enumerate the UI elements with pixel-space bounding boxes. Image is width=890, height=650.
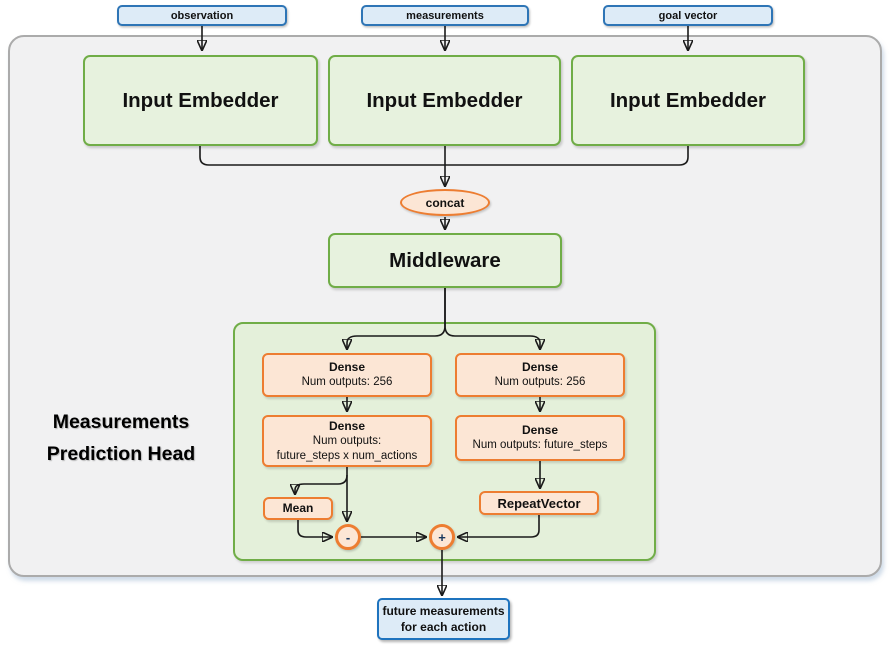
dense-right-1: Dense Num outputs: 256 bbox=[455, 353, 625, 397]
input-node-observation: observation bbox=[117, 5, 287, 26]
dense-left-2-outputs-value: future_steps x num_actions bbox=[276, 449, 418, 462]
input-node-measurements: measurements bbox=[361, 5, 529, 26]
arrow-middleware-to-denseR1 bbox=[444, 288, 540, 349]
subtract-node: - bbox=[335, 524, 361, 550]
dense-left-1: Dense Num outputs: 256 bbox=[262, 353, 432, 397]
repeat-vector-node: RepeatVector bbox=[479, 491, 599, 515]
arrow-denseL2-to-mean bbox=[295, 474, 348, 494]
dense-right-1-title: Dense bbox=[521, 360, 559, 374]
dense-right-2-outputs: Num outputs: future_steps bbox=[472, 439, 608, 451]
dense-right-2-title: Dense bbox=[521, 423, 559, 437]
dense-right-2: Dense Num outputs: future_steps bbox=[455, 415, 625, 461]
concat-node: concat bbox=[400, 189, 490, 216]
mean-label: Mean bbox=[282, 501, 314, 515]
add-node: + bbox=[429, 524, 455, 550]
mean-node: Mean bbox=[263, 497, 333, 520]
input-embedder-1: Input Embedder bbox=[83, 55, 318, 146]
repeat-vector-label: RepeatVector bbox=[497, 495, 581, 511]
middleware-node: Middleware bbox=[328, 233, 562, 288]
arrow-middleware-to-denseL1 bbox=[347, 288, 446, 349]
prediction-head-title-line2: Prediction Head bbox=[46, 443, 196, 465]
dense-left-2: Dense Num outputs: future_steps x num_ac… bbox=[262, 415, 432, 467]
wire-embedder3-merge bbox=[445, 146, 689, 166]
dense-right-1-outputs: Num outputs: 256 bbox=[494, 376, 586, 388]
output-node: future measurements for each action bbox=[377, 598, 510, 640]
prediction-head-title: Measurements Prediction Head bbox=[15, 406, 227, 470]
output-label-line1: future measurements bbox=[382, 604, 505, 618]
dense-left-1-outputs: Num outputs: 256 bbox=[301, 376, 393, 388]
output-label-line2: for each action bbox=[400, 620, 487, 634]
arrow-mean-to-minus bbox=[297, 520, 332, 537]
dense-left-1-title: Dense bbox=[328, 360, 366, 374]
wire-embedder1-merge bbox=[199, 146, 445, 166]
input-embedder-2: Input Embedder bbox=[328, 55, 561, 146]
prediction-head-title-line1: Measurements bbox=[52, 411, 190, 433]
input-embedder-3: Input Embedder bbox=[571, 55, 805, 146]
dense-left-2-title: Dense bbox=[328, 418, 366, 433]
arrow-repeatvector-to-plus bbox=[458, 515, 540, 537]
dense-left-2-outputs: Num outputs: bbox=[312, 434, 382, 447]
input-node-goal-vector: goal vector bbox=[603, 5, 773, 26]
